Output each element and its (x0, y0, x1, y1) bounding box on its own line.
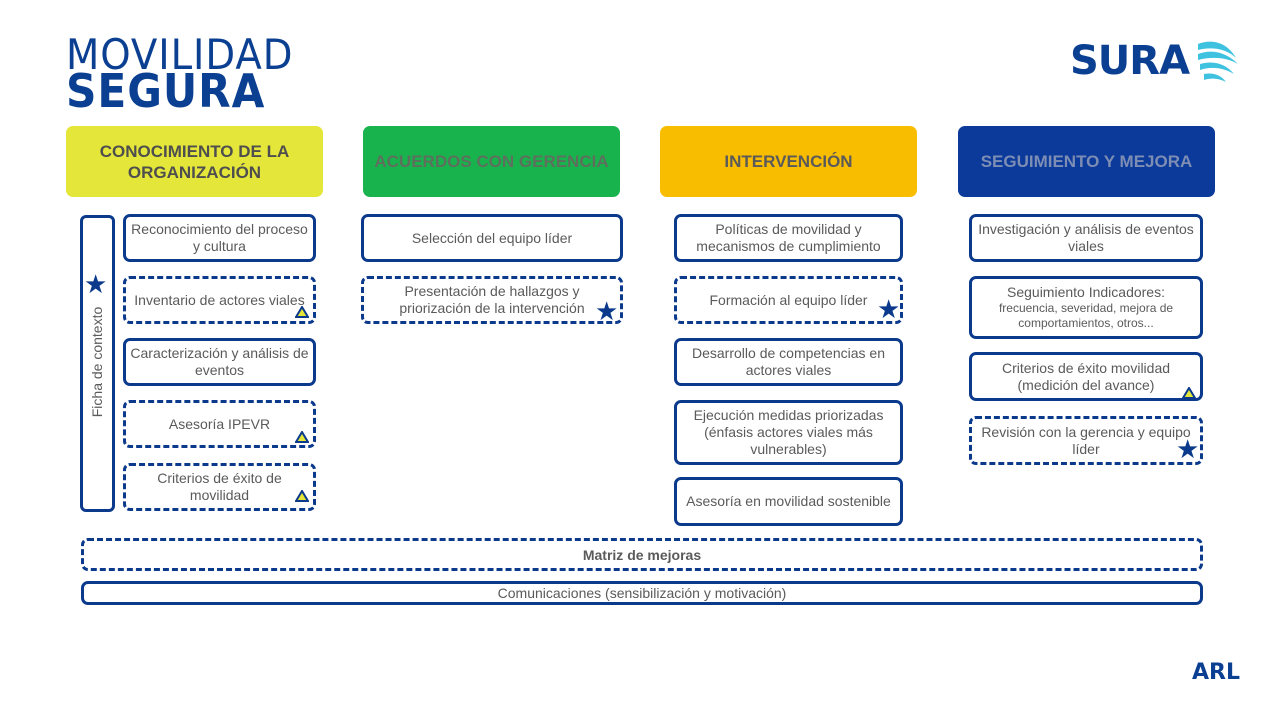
col1-item-asesoria-ipevr: Asesoría IPEVR (123, 400, 316, 448)
ficha-contexto-box (80, 215, 115, 512)
sura-logo-text: SURA (1070, 38, 1190, 84)
col2-item-presentacion: Presentación de hallazgos y priorización… (361, 276, 623, 324)
triangle-icon (1182, 387, 1196, 399)
header-seguimiento: SEGUIMIENTO Y MEJORA (958, 126, 1215, 197)
star-icon: ★ (877, 295, 901, 325)
header-conocimiento: CONOCIMIENTO DE LA ORGANIZACIÓN (66, 126, 323, 197)
triangle-icon (295, 431, 309, 443)
star-icon: ★ (595, 297, 619, 327)
col2-item-seleccion: Selección del equipo líder (361, 214, 623, 262)
indicadores-detail: frecuencia, severidad, mejora de comport… (998, 301, 1174, 330)
col3-item-ejecucion: Ejecución medidas priorizadas (énfasis a… (674, 400, 903, 465)
matriz-mejoras-bar: Matriz de mejoras (81, 538, 1203, 571)
ficha-contexto-label: Ficha de contexto (89, 306, 105, 418)
title-line-1: MOVILIDAD (66, 30, 294, 79)
sura-logo-icon (1198, 41, 1238, 82)
col4-item-revision: Revisión con la gerencia y equipo líder (969, 416, 1203, 465)
sura-logo: SURA (1070, 34, 1240, 86)
col1-item-criterios: Criterios de éxito de movilidad (123, 463, 316, 511)
header-intervencion: INTERVENCIÓN (660, 126, 917, 197)
col4-item-investigacion: Investigación y análisis de eventos vial… (969, 214, 1203, 262)
title-line-2: SEGURA (66, 64, 266, 118)
col1-item-caracterizacion: Caracterización y análisis de eventos (123, 338, 316, 386)
col3-item-desarrollo: Desarrollo de competencias en actores vi… (674, 338, 903, 386)
col4-item-criterios: Criterios de éxito movilidad (medición d… (969, 352, 1203, 401)
arl-label: ARL (1192, 660, 1240, 685)
comunicaciones-bar: Comunicaciones (sensibilización y motiva… (81, 581, 1203, 605)
col4-item-seguimiento-indicadores: Seguimiento Indicadores: frecuencia, sev… (969, 276, 1203, 339)
col1-item-reconocimiento: Reconocimiento del proceso y cultura (123, 214, 316, 262)
header-acuerdos: ACUERDOS CON GERENCIA (363, 126, 620, 197)
star-icon: ★ (84, 270, 108, 300)
star-icon: ★ (1176, 435, 1200, 465)
triangle-icon (295, 306, 309, 318)
col3-item-formacion: Formación al equipo líder (674, 276, 903, 324)
col3-item-politicas: Políticas de movilidad y mecanismos de c… (674, 214, 903, 262)
col1-item-inventario: Inventario de actores viales (123, 276, 316, 324)
col3-item-asesoria-movilidad: Asesoría en movilidad sostenible (674, 477, 903, 526)
triangle-icon (295, 490, 309, 502)
indicadores-title: Seguimiento Indicadores: (1007, 284, 1165, 300)
